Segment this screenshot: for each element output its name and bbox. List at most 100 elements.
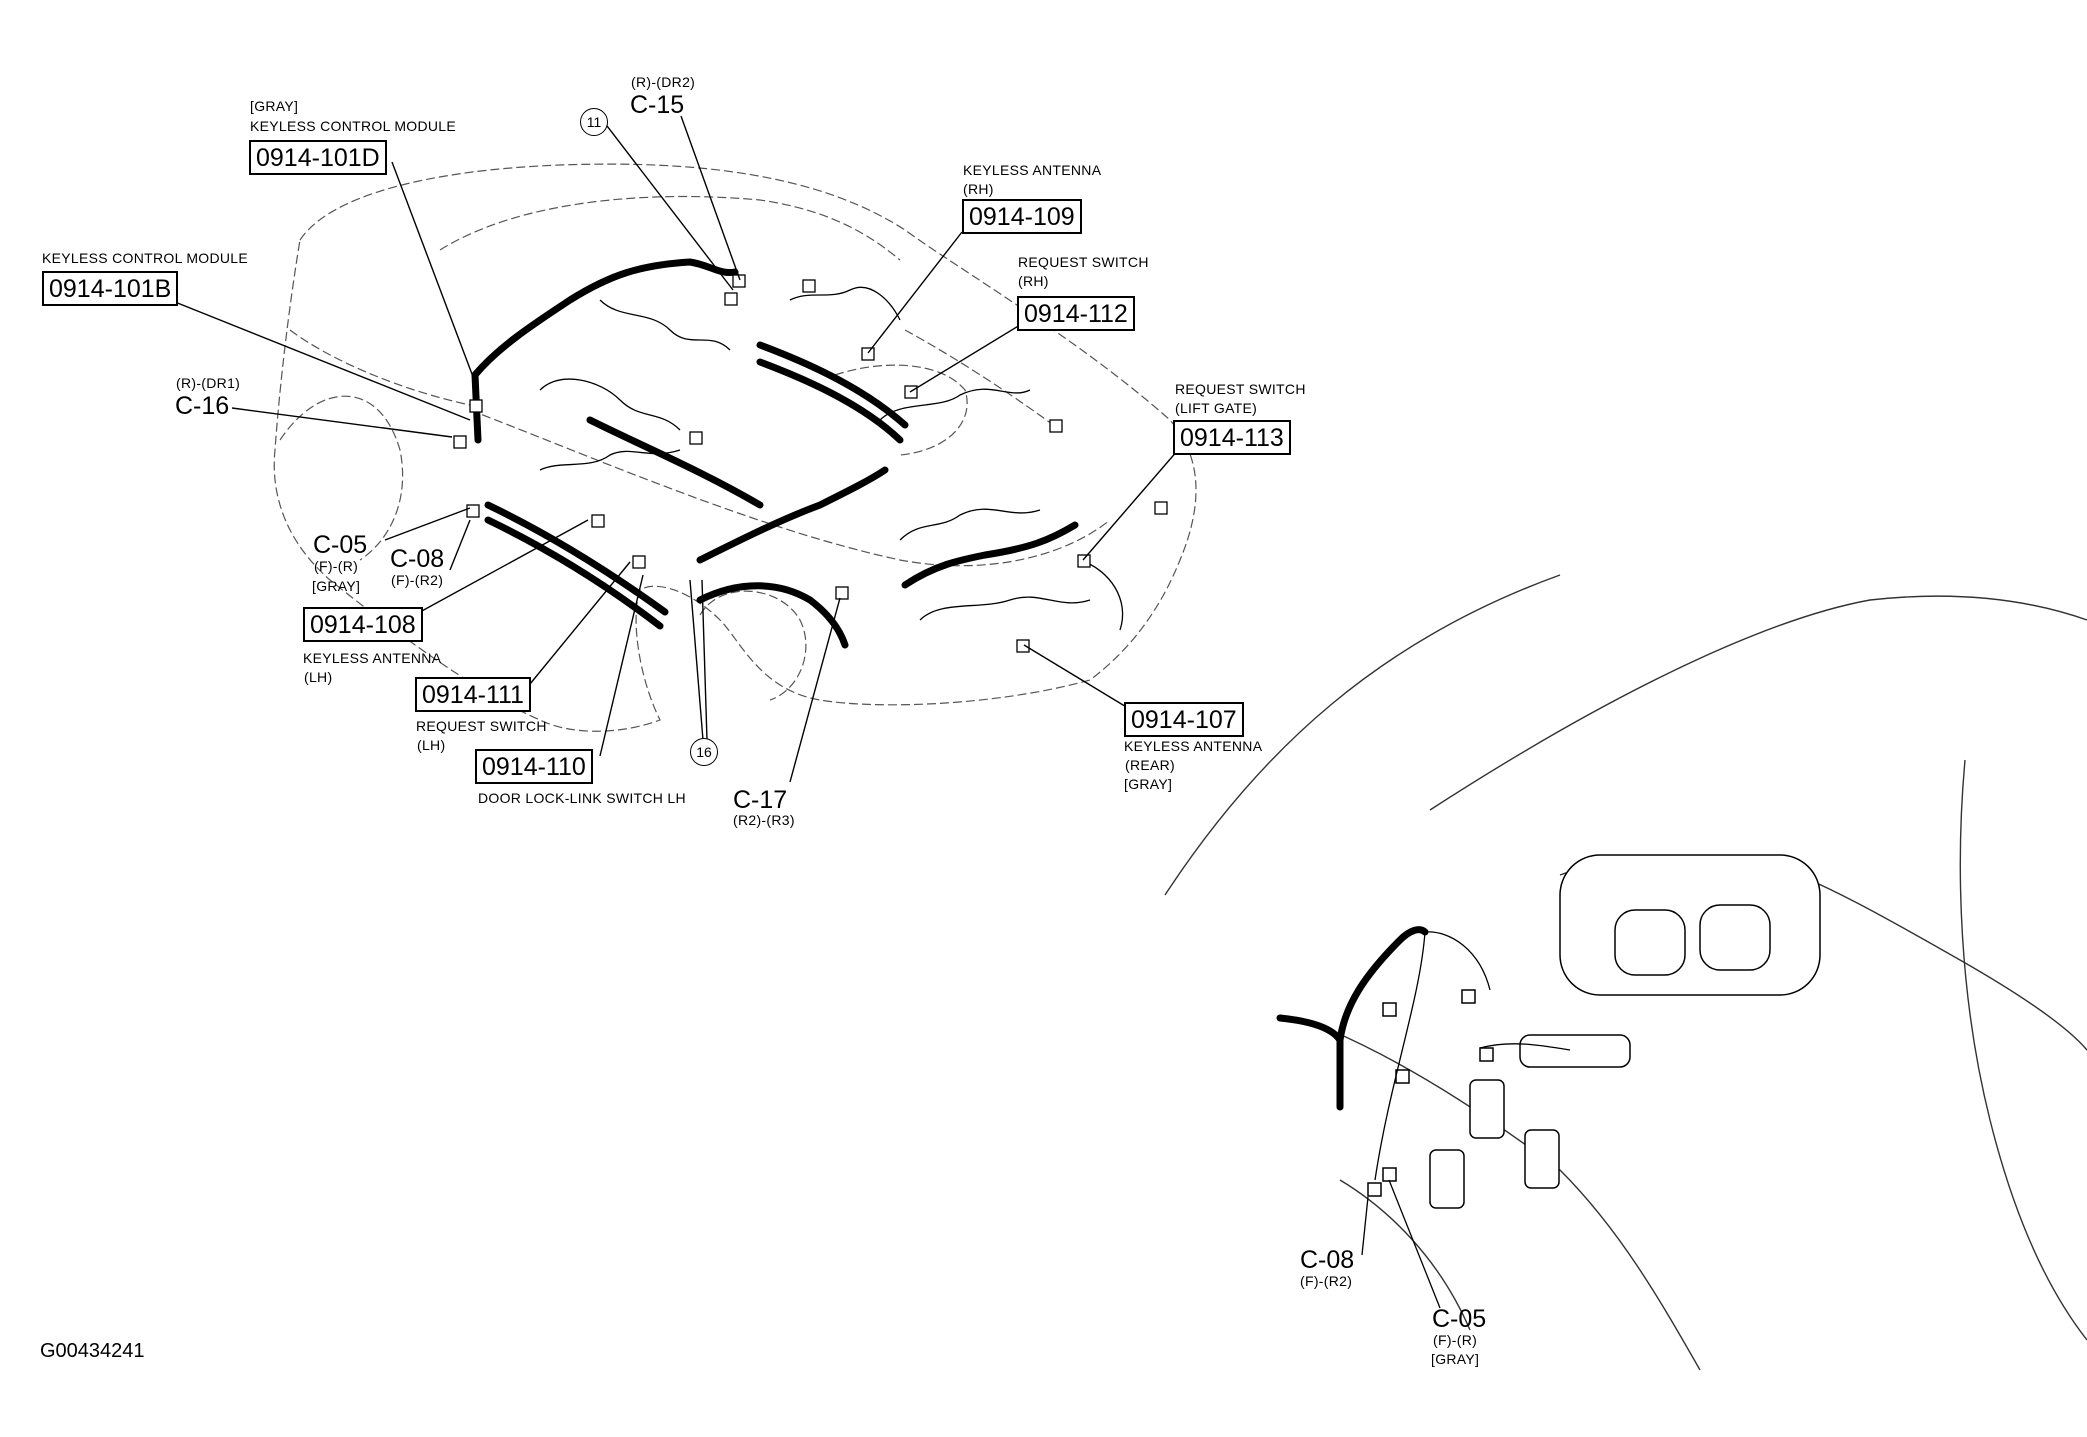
wire-bundle-7: [1079, 559, 1124, 631]
part-code-0914-108: 0914-108: [303, 607, 423, 642]
label-request-switch-lift-gate: REQUEST SWITCH: [1175, 381, 1306, 397]
label-keyless-control-module-d: KEYLESS CONTROL MODULE: [250, 118, 457, 134]
pedal: [1524, 1129, 1560, 1189]
leader-line: [909, 324, 1021, 393]
pedal: [1429, 1149, 1465, 1209]
a-pillar: [1429, 595, 2087, 811]
connector: [1367, 1182, 1382, 1197]
wire-bundle-6: [539, 449, 681, 471]
connector-note-c08: (F)-(R2): [391, 572, 444, 588]
detail-connector-c08: C-08: [1300, 1246, 1355, 1274]
harness-floor-center: [586, 416, 764, 509]
connector: [591, 514, 605, 528]
connector: [732, 274, 746, 288]
connector: [835, 586, 849, 600]
label-side-rear: (REAR): [1125, 757, 1176, 773]
harness-floor-rh-2: [756, 358, 904, 444]
detail-connector-c05: C-05: [1432, 1305, 1487, 1333]
connector: [1382, 1167, 1397, 1182]
detail-wire: [1374, 931, 1426, 1181]
leader-line: [419, 519, 589, 613]
harness-sill-lh: [484, 501, 669, 616]
connector: [632, 555, 646, 569]
connector: [1395, 1069, 1410, 1084]
gauge-left: [1614, 909, 1686, 976]
connector: [453, 435, 467, 449]
figure-id: G00434241: [40, 1340, 145, 1362]
front-wheel-arch: [279, 395, 404, 561]
leader-line: [701, 579, 708, 741]
harness-dash: [1336, 926, 1429, 1111]
label-side-lift-gate: (LIFT GATE): [1175, 400, 1258, 416]
body-side-line: [469, 409, 1111, 567]
connector-c08: C-08: [390, 545, 445, 573]
detail-connector-note-c08: (F)-(R2): [1300, 1273, 1353, 1289]
part-code-0914-113: 0914-113: [1173, 420, 1291, 455]
label-keyless-control-module-b: KEYLESS CONTROL MODULE: [42, 250, 249, 266]
connector: [861, 347, 875, 361]
part-code-0914-101d: 0914-101D: [249, 140, 387, 175]
harness-roof-front: [471, 258, 739, 379]
harness-rear-crossover: [696, 582, 849, 649]
detail-connector-note-c05: (F)-(R): [1433, 1332, 1478, 1348]
leader-line: [603, 121, 734, 291]
connector: [1077, 554, 1091, 568]
label-side-lh: (LH): [304, 669, 333, 685]
label-side-lh-2: (LH): [417, 737, 446, 753]
part-code-0914-112: 0914-112: [1017, 296, 1135, 331]
callout-number-11: 11: [580, 108, 608, 136]
part-code-0914-107: 0914-107: [1124, 702, 1244, 737]
connector: [802, 279, 816, 293]
note-gray: [GRAY]: [250, 98, 299, 114]
vertical-trim: [1959, 759, 2087, 1341]
part-code-0914-109: 0914-109: [962, 199, 1082, 234]
car-body-outline: [273, 163, 1197, 732]
wire-bundle-3: [879, 388, 1031, 421]
instrument-cluster: [1559, 854, 1821, 996]
detail-wire: [1424, 931, 1491, 991]
leader-line: [1023, 644, 1129, 709]
connector-note-c15: (R)-(DR2): [631, 74, 696, 90]
wire-bundle-1: [539, 378, 681, 431]
label-request-switch-rh: REQUEST SWITCH: [1018, 254, 1149, 270]
detail-wire: [1479, 1043, 1571, 1051]
wire-bundle-4: [899, 508, 1041, 541]
rear-hatch-line: [904, 329, 1061, 431]
connector: [469, 399, 483, 413]
pedal: [1469, 1079, 1505, 1139]
note-gray-rear: [GRAY]: [1124, 776, 1173, 792]
connector-note-c05: (F)-(R): [314, 558, 359, 574]
rear-window: [834, 364, 968, 456]
gauge-right: [1699, 904, 1771, 971]
steering-column: [1519, 1034, 1631, 1068]
connector: [1479, 1047, 1494, 1062]
label-door-lock-link-switch: DOOR LOCK-LINK SWITCH LH: [478, 790, 686, 806]
part-code-0914-110: 0914-110: [475, 749, 593, 784]
windshield-edge: [1164, 574, 1561, 896]
leader-line: [391, 161, 479, 391]
leader-line: [1082, 449, 1179, 561]
label-keyless-antenna-lh: KEYLESS ANTENNA: [303, 650, 442, 666]
part-code-0914-101b: 0914-101B: [42, 271, 179, 306]
part-code-0914-111: 0914-111: [415, 677, 531, 712]
connector-c17: C-17: [733, 786, 788, 814]
connector-c16: C-16: [175, 392, 230, 420]
wire-bundle-2: [789, 286, 901, 321]
connector: [689, 431, 703, 445]
label-keyless-antenna-rh: KEYLESS ANTENNA: [963, 162, 1102, 178]
harness-sill-lh-2: [484, 516, 664, 630]
wire-bundle-5: [919, 596, 1091, 621]
leader-line: [529, 561, 631, 685]
connector: [1049, 419, 1063, 433]
callout-number-16: 16: [690, 738, 718, 766]
leader-line: [169, 299, 471, 421]
leader-line: [384, 507, 471, 541]
connector: [1382, 1002, 1397, 1017]
connector-note-c16: (R)-(DR1): [176, 375, 241, 391]
rear-wheel-arch: [699, 590, 807, 701]
connector: [724, 292, 738, 306]
connector: [466, 504, 480, 518]
leader-line: [680, 115, 741, 281]
harness-rear-cargo: [901, 521, 1079, 589]
